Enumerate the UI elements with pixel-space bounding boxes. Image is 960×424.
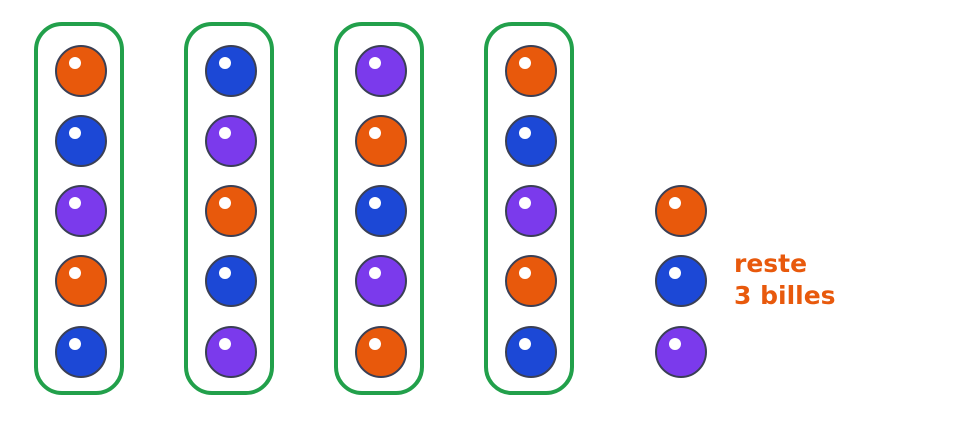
group-frame-4 [484,22,574,395]
group-frame-1 [34,22,124,395]
purple-marble [355,45,407,97]
blue-marble [505,115,557,167]
marble-highlight [519,197,531,209]
marble-highlight [219,197,231,209]
remaining-purple-marble [655,326,707,378]
marble-highlight [219,127,231,139]
orange-marble [205,185,257,237]
marble-highlight [69,197,81,209]
orange-marble [55,45,107,97]
marble-highlight [219,338,231,350]
marble-highlight [219,267,231,279]
orange-marble [55,255,107,307]
group-frame-2 [184,22,274,395]
blue-marble [205,255,257,307]
marble-highlight [369,57,381,69]
orange-marble [505,255,557,307]
orange-marble [505,45,557,97]
remainder-label-line1: reste [734,249,808,278]
remaining-blue-marble [655,255,707,307]
marble-highlight [69,267,81,279]
marble-highlight [669,267,681,279]
purple-marble [505,185,557,237]
marble-highlight [669,197,681,209]
marble-highlight [219,57,231,69]
group-frame-3 [334,22,424,395]
blue-marble [55,326,107,378]
marble-highlight [669,338,681,350]
orange-marble [355,326,407,378]
blue-marble [55,115,107,167]
blue-marble [355,185,407,237]
blue-marble [205,45,257,97]
marble-highlight [369,197,381,209]
marble-highlight [369,267,381,279]
marble-highlight [369,338,381,350]
marble-highlight [69,57,81,69]
remainder-label-line2: 3 billes [734,281,836,310]
marble-highlight [519,127,531,139]
orange-marble [355,115,407,167]
purple-marble [205,115,257,167]
purple-marble [205,326,257,378]
purple-marble [355,255,407,307]
remaining-orange-marble [655,185,707,237]
marble-highlight [369,127,381,139]
blue-marble [505,326,557,378]
marble-highlight [69,127,81,139]
marble-highlight [519,338,531,350]
marble-highlight [519,57,531,69]
marble-highlight [519,267,531,279]
marble-highlight [69,338,81,350]
purple-marble [55,185,107,237]
